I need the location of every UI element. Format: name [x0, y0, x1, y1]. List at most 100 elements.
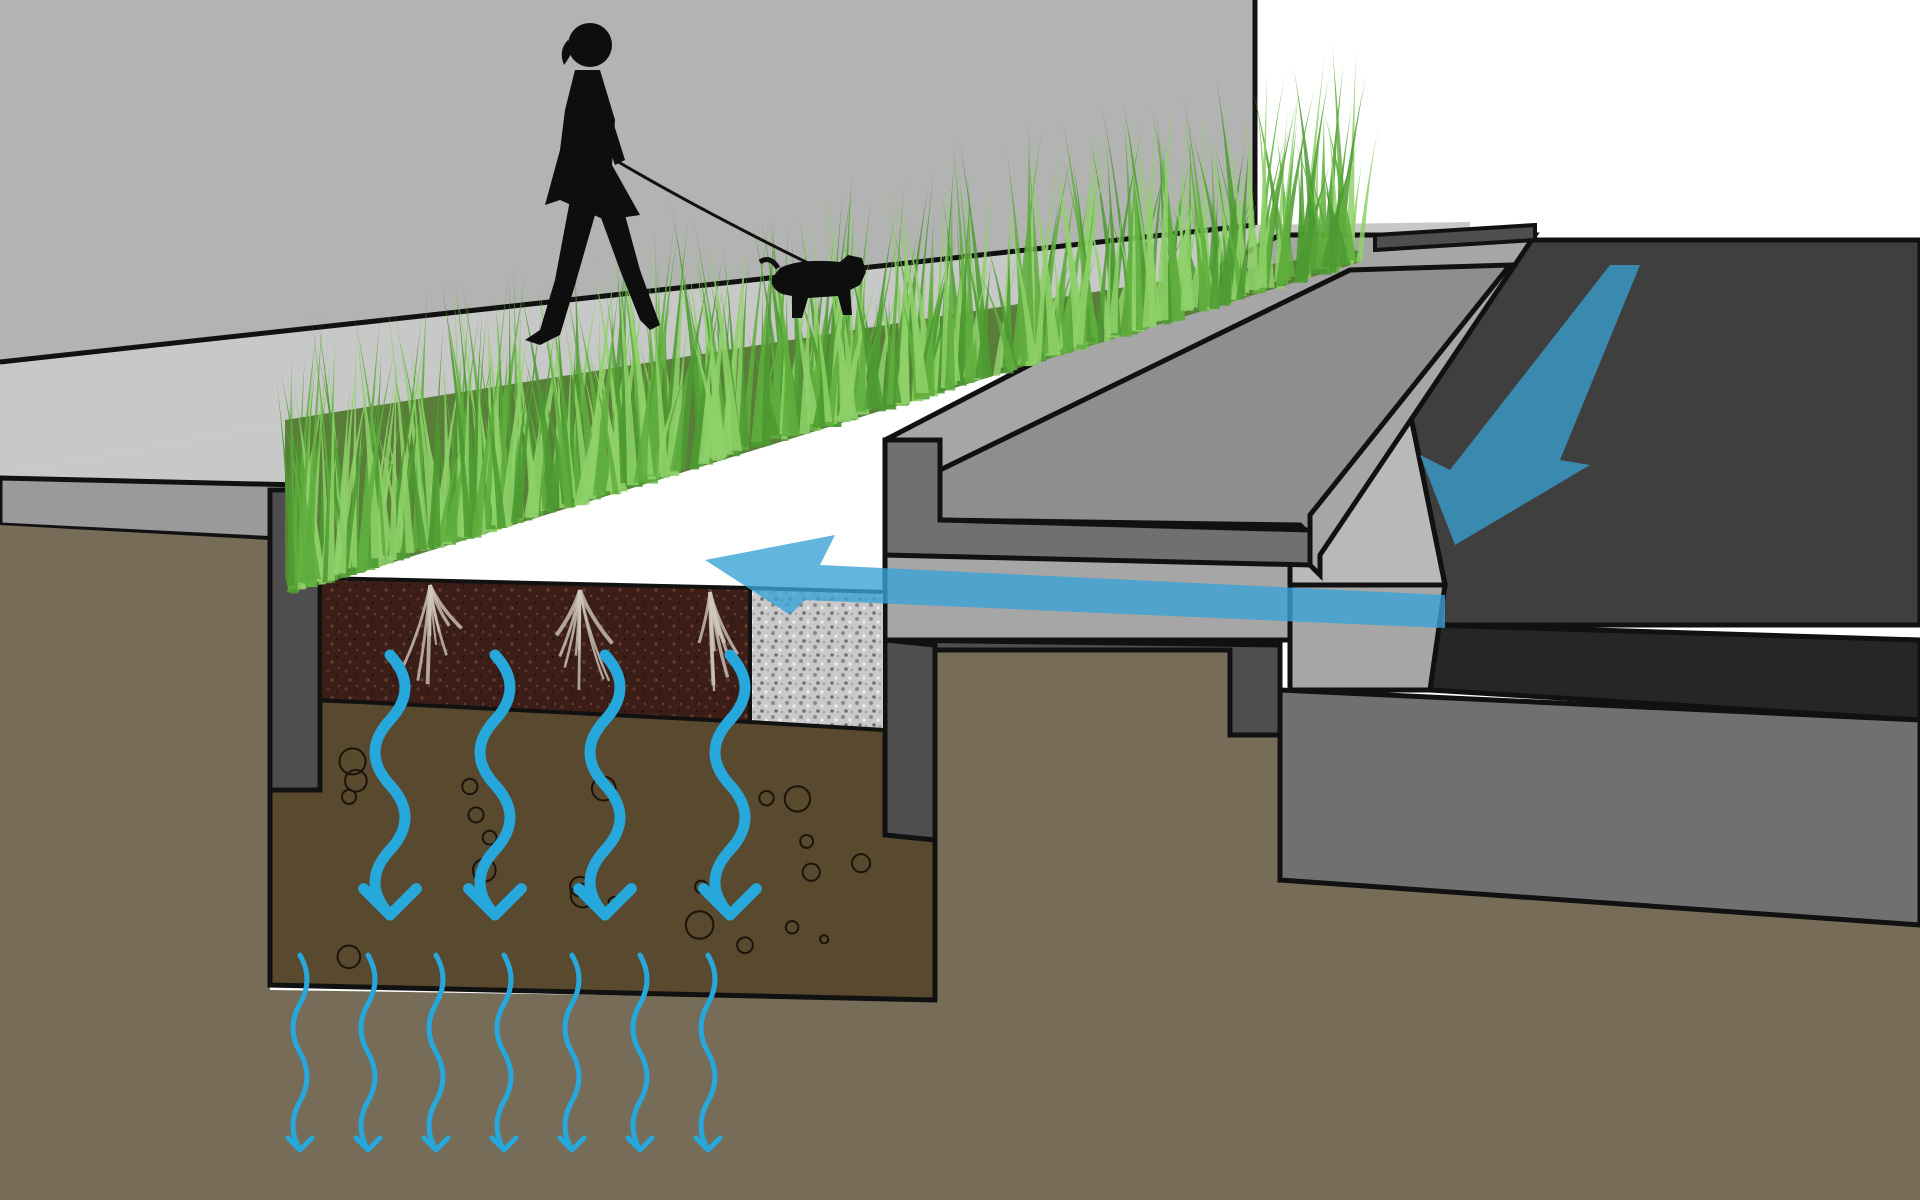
- grass-blade: [808, 269, 833, 422]
- infiltration-arrow: [358, 649, 422, 921]
- soil-pore: [338, 747, 367, 776]
- grass-blade: [986, 241, 1018, 370]
- planting-bed-grass: [276, 41, 1378, 594]
- soil-pore: [851, 853, 872, 874]
- grass-blade: [592, 283, 620, 496]
- grass-blade: [633, 342, 657, 483]
- grass-blade: [614, 243, 639, 486]
- recharge-arrow: [625, 952, 655, 1153]
- grass-blade: [291, 436, 321, 580]
- grass-blade: [345, 425, 362, 573]
- grass-blade: [391, 320, 430, 553]
- grass-blade: [353, 315, 384, 559]
- grass-blade: [705, 276, 722, 461]
- grass-blade: [1050, 134, 1088, 351]
- recharge-arrow: [489, 952, 519, 1153]
- grass-blade: [499, 328, 529, 527]
- root: [578, 589, 614, 645]
- curb-inlet-arrow: [705, 535, 1445, 628]
- street-asphalt: [1277, 237, 1920, 928]
- grass-blade: [1293, 139, 1330, 267]
- grass-blade: [605, 289, 630, 484]
- grass-blade: [1321, 143, 1359, 268]
- grass-blade: [292, 381, 324, 581]
- grass-blade: [1293, 163, 1331, 283]
- grass-blade: [455, 280, 480, 530]
- grass-blade: [470, 337, 507, 538]
- grass-blade: [974, 261, 991, 379]
- grass-blade: [388, 352, 397, 561]
- grass-blade: [750, 240, 774, 443]
- grass-blade: [1182, 93, 1214, 307]
- grass-blade: [1322, 164, 1343, 268]
- grass-blade: [703, 284, 726, 454]
- grass-blade: [460, 334, 471, 538]
- grass-blade: [1033, 145, 1060, 365]
- grass-blade: [1294, 129, 1308, 279]
- grass-blade: [1180, 160, 1194, 311]
- leash: [614, 158, 813, 267]
- infiltration-arrow: [573, 649, 637, 921]
- soil-pore: [801, 862, 821, 882]
- soil-pore: [799, 833, 815, 849]
- grass-blade: [1095, 194, 1113, 343]
- grass-blade: [646, 265, 670, 478]
- grass-blade: [1260, 124, 1290, 289]
- grass-blade: [799, 251, 812, 435]
- soil-pore: [481, 829, 498, 846]
- grass-blade: [1100, 101, 1135, 329]
- grass-blade: [370, 411, 395, 564]
- grass-blade: [1142, 123, 1156, 328]
- grass-blade: [872, 280, 899, 406]
- grass-blade: [432, 332, 470, 545]
- soil-pore: [344, 768, 368, 793]
- soil-pore: [461, 777, 479, 796]
- grass-blade: [333, 372, 352, 576]
- recharge-arrow: [557, 952, 587, 1153]
- recharge-arrow: [285, 952, 315, 1153]
- soil-pore: [784, 919, 800, 935]
- grass-blade: [1103, 218, 1112, 342]
- grass-blade: [585, 356, 603, 495]
- grass-blade: [1218, 139, 1247, 306]
- grass-blade: [1323, 111, 1357, 261]
- topsoil-with-roots: [318, 575, 752, 725]
- grass-blade: [1002, 195, 1038, 365]
- grass-blade: [737, 335, 750, 447]
- recharge-arrow: [693, 952, 723, 1153]
- grass-blade: [294, 356, 317, 583]
- grass-blade: [893, 190, 929, 394]
- soil-pore: [819, 934, 830, 945]
- grass-blade: [1167, 157, 1194, 310]
- plant-roots: [399, 584, 740, 692]
- soil-pore: [783, 785, 812, 813]
- grass-blade: [1257, 70, 1268, 288]
- grass-blade: [822, 246, 855, 416]
- recharge-arrow: [421, 952, 451, 1153]
- grass-blade: [428, 321, 444, 545]
- grass-blade: [886, 176, 906, 405]
- soil-pore: [736, 936, 754, 955]
- grass-blade: [1107, 201, 1123, 334]
- grass-blade: [427, 396, 442, 548]
- grass-blade: [1209, 190, 1220, 310]
- grass-blade: [812, 305, 842, 428]
- grass-blade: [409, 334, 426, 551]
- grass-blade: [1276, 118, 1298, 285]
- grass-blade: [476, 344, 507, 529]
- grass-blade: [1356, 129, 1378, 263]
- grass-blade: [519, 283, 560, 509]
- grass-blade: [385, 293, 415, 554]
- grass-blade: [1135, 124, 1162, 322]
- grass-blade: [355, 346, 396, 573]
- grass-blade: [669, 351, 692, 472]
- soil-pore: [684, 910, 715, 940]
- soil-pore: [336, 944, 362, 970]
- infiltration-arrow: [463, 649, 527, 921]
- grass-blade: [317, 395, 325, 581]
- grass-blade: [1062, 158, 1099, 338]
- street-runoff-arrow: [1420, 265, 1640, 545]
- grass-blade: [823, 244, 862, 427]
